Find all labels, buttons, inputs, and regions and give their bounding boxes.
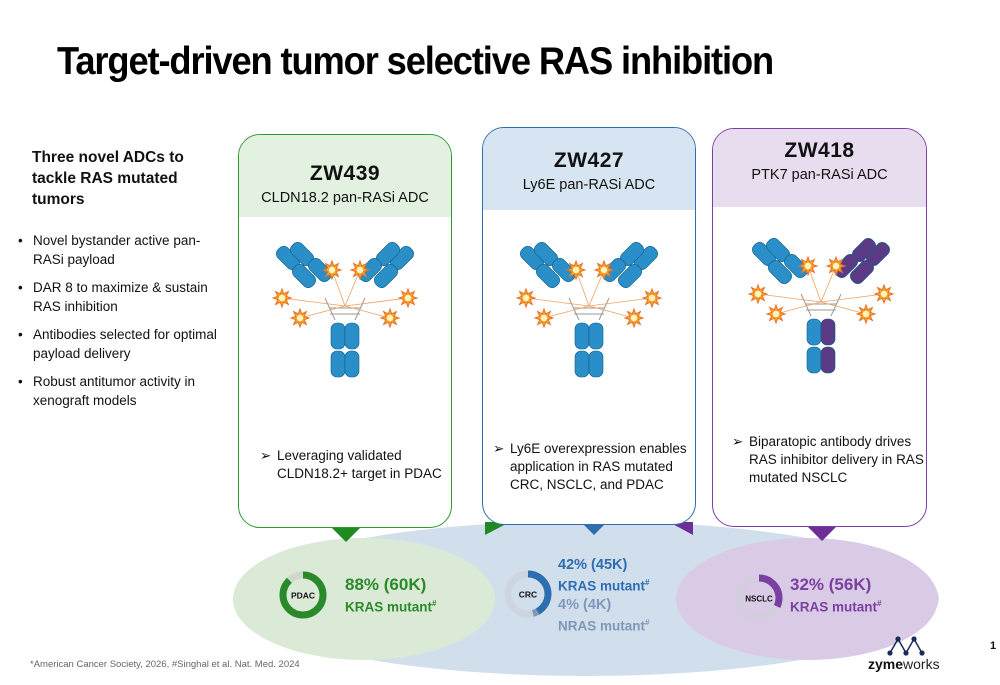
card-note-text: Biparatopic antibody drives RAS inhibito… [749, 434, 924, 485]
nsclc-mutant: KRAS mutant# [790, 595, 881, 617]
pdac-stat: 88% (60K) KRAS mutant# [345, 575, 436, 617]
card-code: ZW427 [553, 149, 625, 172]
antibody-zw418-icon [747, 238, 895, 374]
pdac-ellipse [233, 538, 495, 660]
arrow-bullet-icon: ➢ [260, 448, 272, 463]
logo-text-light: works [903, 656, 940, 672]
crc-mutant-kras: KRAS mutant# [558, 574, 649, 596]
bullet-item: •Robust antitumor activity in xenograft … [18, 374, 196, 408]
bullet-text: Novel bystander active pan-RASi payload [33, 233, 201, 267]
arrow-bullet-icon: ➢ [493, 441, 505, 456]
card-subtitle: CLDN18.2 pan-RASi ADC [261, 190, 429, 206]
crc-stat: 42% (45K) KRAS mutant# 4% (4K) NRAS muta… [558, 556, 649, 635]
antibody-zw439-icon [271, 242, 419, 378]
card-note: ➢ Leveraging validated CLDN18.2+ target … [260, 447, 442, 483]
left-heading: Three novel ADCs to tackle RAS mutated t… [32, 149, 184, 208]
card-code: ZW439 [309, 162, 381, 185]
logo-text-bold: zyme [868, 656, 904, 672]
pdac-label: PDAC [291, 591, 315, 601]
footnote: *American Cancer Society, 2026, #Singhal… [30, 659, 300, 670]
zymeworks-logo: zymeworks [868, 633, 946, 672]
bullet-list: •Novel bystander active pan-RASi payload… [18, 232, 228, 420]
crc-label: CRC [519, 590, 537, 600]
pdac-mutant-text: KRAS mutant [345, 599, 432, 615]
card-note-text: Ly6E overexpression enables application … [510, 441, 687, 492]
card-subtitle: Ly6E pan-RASi ADC [522, 177, 656, 193]
footnote-mark: # [432, 599, 437, 608]
page-number: 1 [990, 640, 997, 652]
bullet-text: Antibodies selected for optimal payload … [33, 327, 217, 361]
card-code: ZW418 [784, 139, 855, 162]
card-note-text: Leveraging validated CLDN18.2+ target in… [277, 448, 442, 481]
nsclc-ellipse [676, 538, 938, 660]
pdac-donut: PDAC [279, 571, 327, 619]
card-subtitle: PTK7 pan-RASi ADC [751, 167, 888, 183]
crc-mutant-nras: NRAS mutant# [558, 614, 649, 636]
card-header: ZW427 Ly6E pan-RASi ADC [483, 128, 695, 210]
pdac-mutant: KRAS mutant# [345, 595, 436, 617]
card-header: ZW439 CLDN18.2 pan-RASi ADC [239, 135, 451, 217]
crc-nras-text: NRAS mutant [558, 618, 645, 633]
logo-mark-icon [887, 636, 925, 656]
footnote-mark: # [877, 599, 882, 608]
bullet-item: •Antibodies selected for optimal payload… [18, 327, 217, 361]
nsclc-percent: 32% (56K) [790, 575, 872, 594]
crc-percent-nras: 4% (4K) [558, 596, 612, 613]
bullet-item: •Novel bystander active pan-RASi payload [18, 233, 201, 267]
footnote-mark: # [645, 578, 650, 587]
nsclc-stat: 32% (56K) KRAS mutant# [790, 575, 881, 617]
pdac-percent: 88% (60K) [345, 575, 427, 594]
card-header: ZW418 PTK7 pan-RASi ADC [713, 129, 926, 207]
bullet-text: Robust antitumor activity in xenograft m… [33, 374, 196, 408]
footnote-mark: # [645, 617, 650, 627]
slide-title: Target-driven tumor selective RAS inhibi… [57, 40, 774, 83]
crc-percent-kras: 42% (45K) [558, 557, 628, 573]
crc-kras-text: KRAS mutant [558, 578, 645, 594]
card-note: ➢ Ly6E overexpression enables applicatio… [493, 440, 690, 494]
nsclc-label: NSCLC [745, 595, 773, 604]
nsclc-mutant-text: KRAS mutant [790, 599, 877, 615]
card-note: ➢ Biparatopic antibody drives RAS inhibi… [732, 433, 924, 487]
nsclc-donut: NSCLC [735, 574, 783, 622]
antibody-zw427-icon [515, 242, 663, 378]
card-zw427: ZW427 Ly6E pan-RASi ADC ➢ Ly6E overexpre… [482, 127, 696, 525]
crc-donut: CRC [504, 570, 552, 618]
bullet-text: DAR 8 to maximize & sustain RAS inhibiti… [33, 280, 208, 314]
arrow-bullet-icon: ➢ [732, 434, 744, 449]
bullet-item: •DAR 8 to maximize & sustain RAS inhibit… [18, 280, 208, 314]
